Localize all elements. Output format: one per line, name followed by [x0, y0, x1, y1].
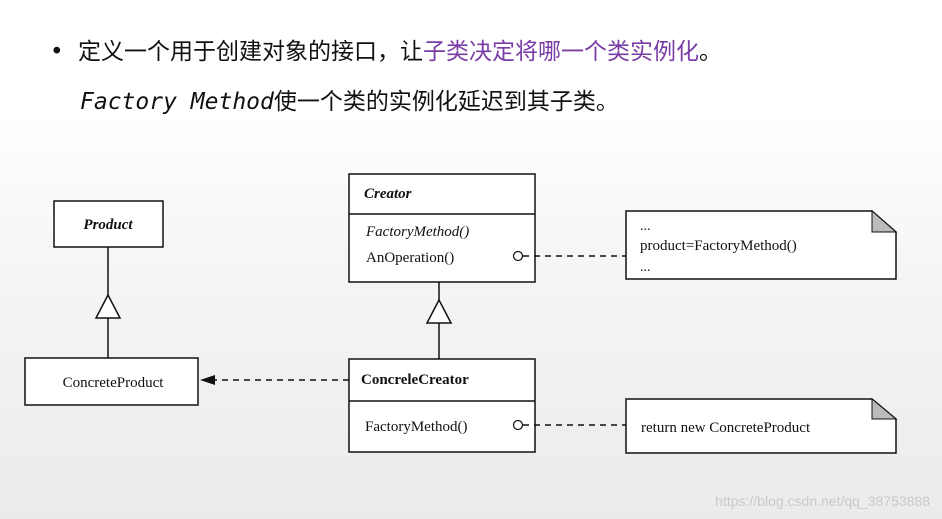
creator-an-operation: AnOperation()	[366, 250, 454, 266]
dependency-arrowhead	[200, 375, 215, 385]
creator-factory-method: FactoryMethod()	[365, 224, 469, 240]
creator-inherit-arrow	[425, 298, 453, 324]
product-name: Product	[83, 217, 133, 233]
bullet-highlight: 子类决定将哪一个类实例化	[423, 39, 699, 65]
product-box	[53, 200, 164, 248]
bullet-line-2: Factory Method使一个类的实例化延迟到其子类。	[80, 82, 619, 116]
note-operation-box	[625, 210, 897, 280]
factory-method-term: Factory Method	[80, 89, 274, 115]
concrete-product-name: ConcreteProduct	[63, 375, 165, 391]
note-operation-fold	[871, 209, 898, 233]
line2-rest: 使一个类的实例化延迟到其子类。	[273, 89, 619, 115]
note-factory-box	[625, 398, 897, 454]
note-factory-fold	[871, 397, 898, 420]
note-factory-line1: return new ConcreteProduct	[641, 420, 811, 436]
concrete-creator-name: ConcreleCreator	[361, 372, 469, 388]
concrete-creator-box	[348, 358, 536, 453]
creator-note-anchor	[512, 250, 524, 262]
factory-note-anchor	[512, 419, 524, 431]
bullet-text-part2: 。	[699, 39, 722, 65]
note-operation-line1: ...	[640, 219, 651, 234]
watermark-text: https://blog.csdn.net/qq_38753888	[715, 493, 930, 509]
bullet-line-1: • 定义一个用于创建对象的接口，让子类决定将哪一个类实例化。	[50, 32, 722, 66]
bullet-text-part1: 定义一个用于创建对象的接口，让	[78, 39, 423, 65]
concrete-product-box	[24, 357, 199, 406]
note-operation-line3: ...	[640, 260, 651, 275]
product-inherit-arrow	[94, 293, 122, 319]
creator-box	[348, 173, 536, 283]
note-operation-line2: product=FactoryMethod()	[640, 238, 797, 254]
bullet-symbol: •	[50, 39, 64, 65]
creator-name: Creator	[364, 186, 412, 202]
concrete-creator-factory-method: FactoryMethod()	[365, 419, 467, 435]
